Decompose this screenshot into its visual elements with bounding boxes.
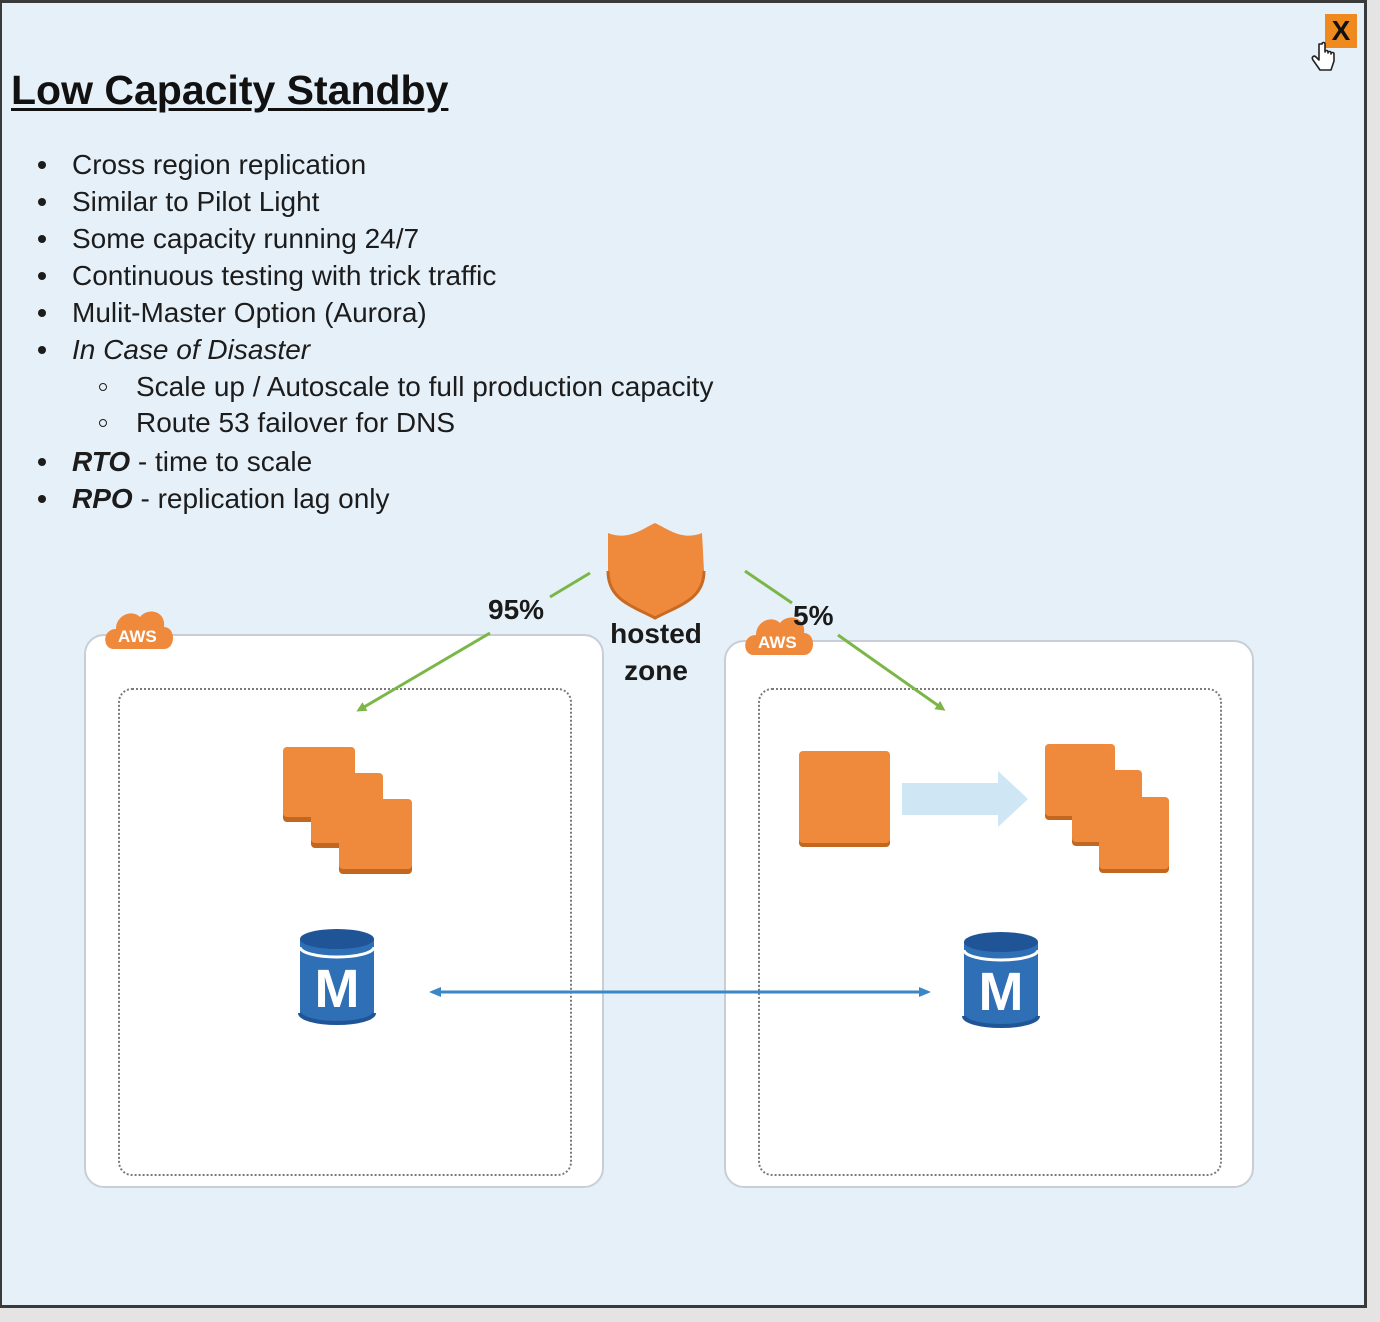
- bullet-dot: [38, 309, 46, 317]
- ec2-instance-icon: [799, 751, 890, 847]
- bullet-item: Continuous testing with trick traffic: [38, 258, 496, 294]
- bullet-item: RPO - replication lag only: [38, 481, 390, 517]
- bullet-dot: [38, 272, 46, 280]
- bullet-dot: [38, 458, 46, 466]
- bullet-dot: [38, 198, 46, 206]
- db-master-label: M: [979, 962, 1024, 1022]
- route-line-standby-top: [744, 569, 793, 605]
- aws-cloud-label: AWS: [118, 627, 157, 646]
- aurora-database-icon: [962, 932, 1040, 1028]
- close-button[interactable]: X: [1325, 14, 1357, 48]
- bullet-item: Cross region replication: [38, 147, 366, 183]
- bullet-dot: [38, 161, 46, 169]
- sub-bullet-circle: [99, 383, 107, 391]
- route-arrow-standby: [837, 633, 946, 711]
- sub-bullet-circle: [99, 419, 107, 427]
- aurora-database-icon: [298, 929, 376, 1025]
- traffic-label-standby: 5%: [793, 600, 834, 631]
- bullet-dot: [38, 495, 46, 503]
- sub-bullet-item: Route 53 failover for DNS: [99, 405, 455, 441]
- bullet-dot: [38, 235, 46, 243]
- route-line-primary-top: [549, 571, 591, 599]
- aws-cloud-icon: [745, 617, 813, 655]
- primary-region: [84, 634, 604, 1188]
- ec2-instances-icon: [283, 747, 412, 874]
- traffic-label-primary: 95%: [488, 594, 545, 625]
- hand-pointer-icon: [1311, 41, 1335, 71]
- bullet-item: Mulit-Master Option (Aurora): [38, 295, 427, 331]
- scale-up-arrow-icon: [902, 771, 1028, 827]
- aws-cloud-label: AWS: [758, 633, 797, 652]
- bullet-item: Some capacity running 24/7: [38, 221, 419, 257]
- bullet-dot: [38, 346, 46, 354]
- bullet-item: In Case of Disaster: [38, 332, 310, 368]
- bullet-item: Similar to Pilot Light: [38, 184, 319, 220]
- db-master-label: M: [315, 959, 360, 1019]
- bullet-item: RTO - time to scale: [38, 444, 312, 480]
- primary-subnet: [118, 688, 572, 1176]
- slide-title: Low Capacity Standby: [11, 67, 449, 113]
- route-arrow-primary: [356, 631, 491, 712]
- sub-bullet-item: Scale up / Autoscale to full production …: [99, 369, 713, 405]
- ec2-instances-icon: [1045, 744, 1169, 873]
- route53-shield-icon: [606, 523, 706, 620]
- aws-cloud-icon: [105, 611, 173, 649]
- diagram-graphics: M M: [105, 523, 1169, 1028]
- standby-subnet: [758, 688, 1222, 1176]
- standby-region: [724, 640, 1254, 1188]
- hosted-zone-label: hosted zone: [610, 618, 702, 686]
